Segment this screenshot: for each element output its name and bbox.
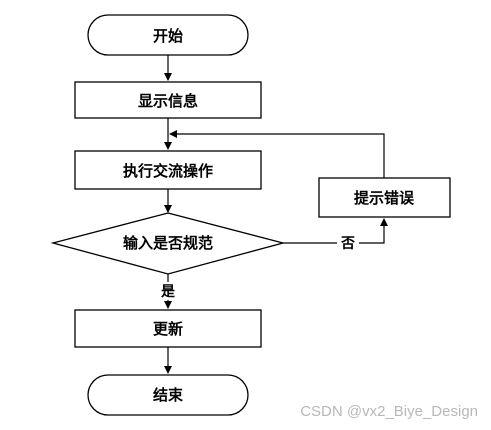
edge-yes-label: 是	[161, 284, 176, 300]
decision-label: 输入是否规范	[123, 234, 213, 252]
update-label: 更新	[153, 320, 183, 338]
prompt-error-node: 提示错误	[318, 177, 451, 218]
edge-no-label: 否	[340, 236, 355, 252]
end-node: 结束	[87, 374, 249, 416]
edge-prompt-loop-back	[169, 130, 385, 178]
edge-yes-label-bg	[160, 282, 176, 300]
edge-no-label-bg	[337, 232, 359, 252]
watermark-text: CSDN @vx2_Biye_Design	[300, 403, 478, 420]
end-label: 结束	[153, 386, 184, 404]
execute-exchange-node: 执行交流操作	[74, 150, 262, 190]
start-node: 开始	[87, 14, 249, 56]
update-node: 更新	[74, 309, 262, 348]
execute-exchange-label: 执行交流操作	[123, 162, 213, 180]
show-info-label: 显示信息	[138, 92, 198, 110]
edge-no-to-prompt	[283, 218, 388, 244]
show-info-node: 显示信息	[74, 81, 262, 119]
prompt-error-label: 提示错误	[354, 189, 415, 207]
start-label: 开始	[153, 27, 183, 45]
decision-node: 输入是否规范	[50, 212, 286, 275]
